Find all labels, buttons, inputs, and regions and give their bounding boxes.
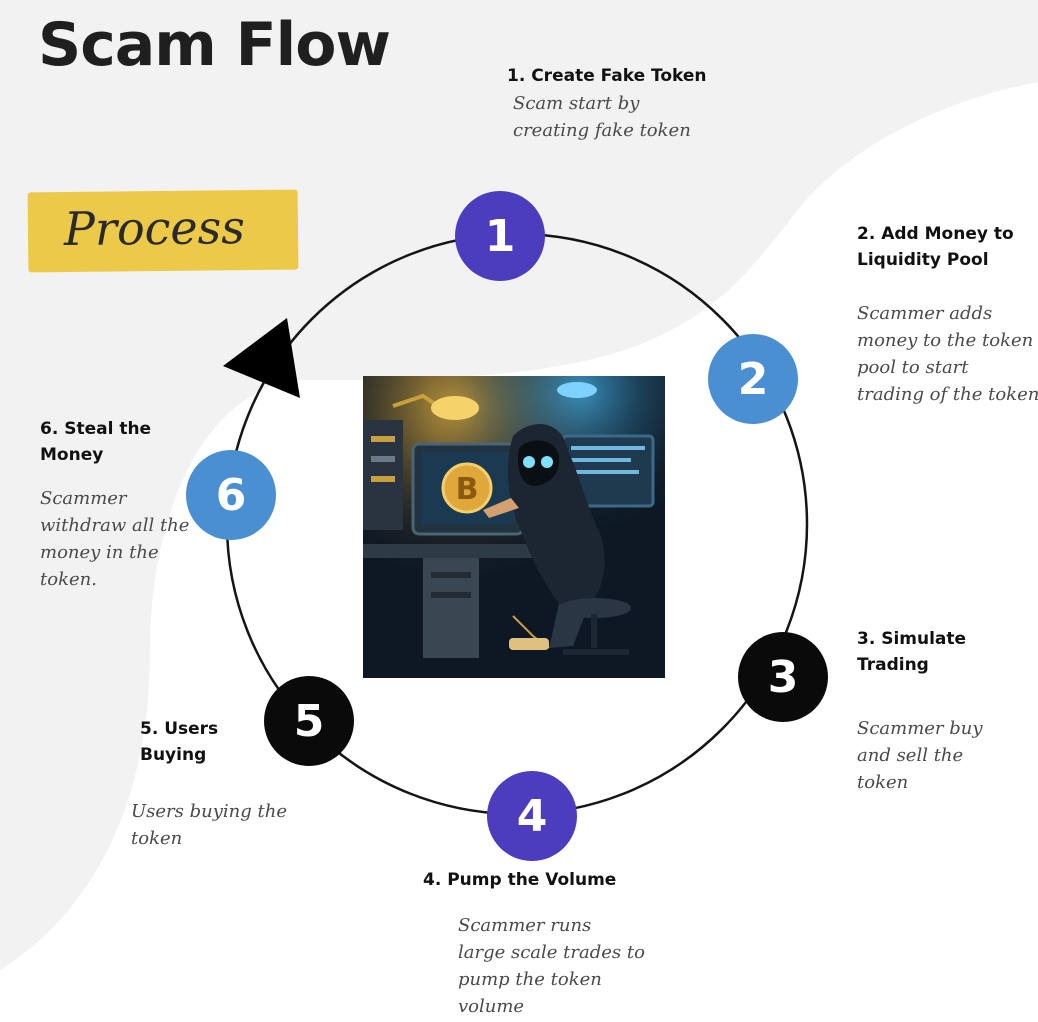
process-badge: Process	[27, 189, 299, 273]
step-2-description: Scammer adds money to the token pool to st…	[857, 300, 1038, 408]
step-1-title: 1. Create Fake Token	[507, 66, 707, 86]
step-5-description-line: token	[131, 828, 183, 849]
step-6-description: Scammer withdraw all the money in the token…	[40, 485, 189, 593]
step-1-description-line: Scam start by	[513, 93, 640, 114]
svg-text:B: B	[456, 472, 479, 507]
step-1-description-line: creating fake token	[513, 120, 691, 141]
step-6-description-line: Scammer	[40, 488, 127, 509]
step-3-description: Scammer buy and sell the token	[857, 715, 983, 796]
step-2-number-circle: 2	[708, 334, 798, 424]
hacker-illustration: B	[363, 376, 665, 678]
step-3-description-line: and sell the	[857, 745, 964, 766]
step-3-description-line: token	[857, 772, 909, 793]
step-2-description-line: trading of the token	[857, 384, 1038, 405]
step-2-description-line: Scammer adds	[857, 303, 993, 324]
step-3-number-circle: 3	[738, 632, 828, 722]
step-6-description-line: money in the	[40, 542, 159, 563]
hooded-hacker-bitcoin-icon: B	[363, 376, 665, 678]
step-6-description-line: withdraw all the	[40, 515, 190, 536]
step-6-description-line: token.	[40, 569, 97, 590]
cycle-arrowhead	[223, 318, 300, 398]
step-4-description-line: pump the token	[458, 969, 602, 990]
step-5-description: Users buying the token	[131, 798, 287, 852]
step-2-description-line: pool to start	[857, 357, 969, 378]
step-6-number-circle: 6	[186, 450, 276, 540]
step-3-description-line: Scammer buy	[857, 718, 983, 739]
step-4-number-circle: 4	[487, 771, 577, 861]
step-4-description-line: large scale trades to	[458, 942, 645, 963]
step-4-title: 4. Pump the Volume	[423, 870, 617, 890]
step-4-description: Scammer runs large scale trades to pump th…	[458, 912, 645, 1020]
step-5-number-circle: 5	[264, 676, 354, 766]
step-1-number-circle: 1	[455, 191, 545, 281]
page-title: Scam Flow	[38, 10, 391, 80]
process-badge-label: Process	[63, 200, 246, 257]
step-5-description-line: Users buying the	[131, 801, 287, 822]
step-4-description-line: Scammer runs	[458, 915, 592, 936]
step-1-description: Scam start by creating fake token	[513, 90, 691, 144]
step-4-description-line: volume	[458, 996, 525, 1017]
step-2-description-line: money to the token	[857, 330, 1034, 351]
